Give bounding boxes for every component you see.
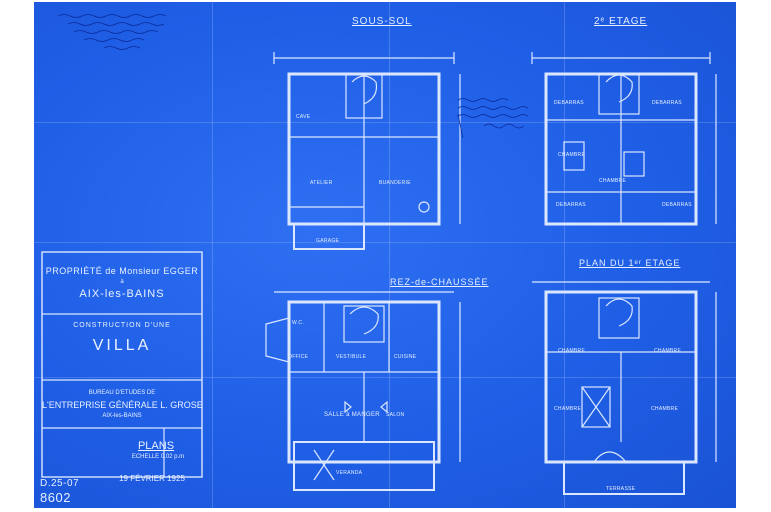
room-label: SALLE à MANGER	[324, 412, 380, 418]
room-label: ATELIER	[310, 180, 333, 186]
room-label: CHAMBRE	[654, 348, 682, 354]
cartouche-frame	[41, 251, 203, 478]
room-label: BUANDERIE	[379, 180, 411, 186]
fold-line	[564, 2, 565, 508]
room-label: VESTIBULE	[336, 354, 367, 360]
room-label: DEBARRAS	[652, 100, 682, 106]
fold-line	[34, 377, 736, 378]
floor-plans-drawing	[41, 52, 717, 495]
plan-title-rez-de-chaussee: REZ-de-CHAUSSÉE	[390, 277, 489, 287]
room-label: VERANDA	[336, 470, 363, 476]
building-type: VILLA	[92, 337, 152, 354]
plan-rez-de-chaussee	[265, 291, 461, 491]
fold-line	[212, 2, 213, 508]
plan-title-sous-sol: SOUS-SOL	[352, 16, 412, 27]
reference-code: D.25-07	[40, 478, 80, 489]
plan-sous-sol	[273, 52, 461, 250]
handwritten-note-top-left	[57, 14, 167, 50]
room-label: TERRASSE	[606, 486, 636, 492]
owner-line: PROPRIÉTÉ de Monsieur EGGER	[45, 266, 199, 276]
room-label: CHAMBRE	[558, 348, 586, 354]
title-block: PROPRIÉTÉ de Monsieur EGGER à AIX-les-BA…	[42, 252, 203, 483]
room-label: CHAMBRE	[651, 406, 679, 412]
preposition-line: à	[120, 279, 124, 285]
drawing-date: 19 FÉVRIER 1925	[119, 474, 185, 483]
room-label: DEBARRAS	[556, 202, 586, 208]
room-label: W.C.	[292, 320, 305, 326]
room-label: GARAGE	[316, 238, 340, 244]
contractor-line: L'ENTREPRISE GÉNÉRALE L. GROSE	[42, 400, 203, 410]
plan-1er-etage	[532, 281, 717, 495]
room-label: CHAMBRE	[599, 178, 627, 184]
room-label: SALON	[386, 412, 405, 418]
office-line: BUREAU D'ETUDES DE	[88, 390, 156, 396]
reference-number: 8602	[40, 490, 71, 505]
sheet-title: PLANS	[137, 440, 175, 452]
scale-line: ECHELLE 0.02 p.m	[131, 454, 185, 460]
room-label: OFFICE	[288, 354, 309, 360]
construction-line: CONSTRUCTION D'UNE	[73, 322, 171, 329]
room-label: CHAMBRE	[558, 152, 586, 158]
fold-line	[34, 242, 736, 243]
fold-line	[34, 122, 736, 123]
blueprint-sheet: SOUS-SOL 2ᵉ ETAGE REZ-de-CHAUSSÉE PLAN D…	[34, 2, 736, 508]
location-line: AIX-les-BAINS	[79, 288, 165, 300]
plan-title-1er-etage: PLAN DU 1ᵉʳ ETAGE	[579, 258, 681, 268]
fold-line	[389, 2, 390, 508]
plan-title-2e-etage: 2ᵉ ETAGE	[594, 16, 648, 27]
room-label: CHAMBRE	[554, 406, 582, 412]
plan-2e-etage	[531, 52, 717, 226]
room-label: DEBARRAS	[662, 202, 692, 208]
room-label: CUISINE	[394, 354, 417, 360]
room-label: CAVE	[296, 114, 311, 120]
room-label: DEBARRAS	[554, 100, 584, 106]
handwritten-note-center	[457, 98, 529, 138]
contractor-location: AIX-les-BAINS	[102, 413, 142, 419]
